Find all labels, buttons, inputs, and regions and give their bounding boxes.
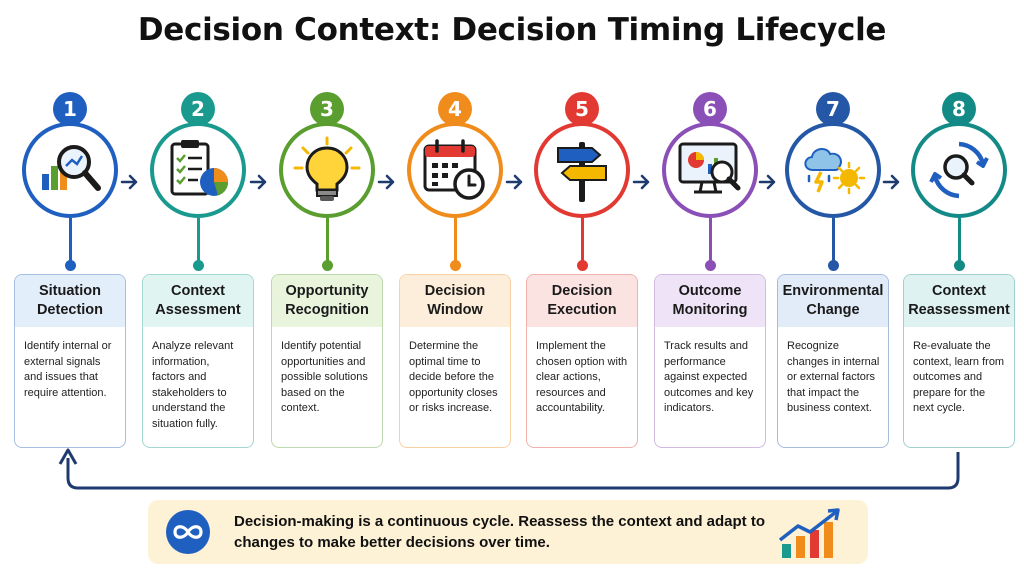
step-title: Context Reassessment <box>904 275 1014 327</box>
step-icon-circle <box>785 122 881 218</box>
signpost-icon <box>557 142 607 202</box>
step-number-badge: 4 <box>438 92 472 126</box>
flow-arrow-icon <box>632 174 650 190</box>
flow-arrow-icon <box>377 174 395 190</box>
step-connector-dot <box>65 260 76 271</box>
step-icon-circle <box>662 122 758 218</box>
step-number-badge: 7 <box>816 92 850 126</box>
step-title: Decision Window <box>400 275 510 327</box>
step-icon-circle <box>150 122 246 218</box>
step-description: Track results and performance against ex… <box>664 340 754 414</box>
infinity-icon <box>166 510 210 554</box>
footer-message: Decision-making is a continuous cycle. R… <box>234 513 765 551</box>
step-connector <box>709 218 712 268</box>
monitor-analytics-icon <box>678 142 741 194</box>
step-connector-dot <box>450 260 461 271</box>
growth-chart-icon <box>778 508 840 558</box>
step-connector <box>581 218 584 268</box>
step-title: Decision Execution <box>527 275 637 327</box>
footer-banner: Decision-making is a continuous cycle. R… <box>148 500 868 564</box>
step-connector-dot <box>193 260 204 271</box>
flow-arrow-icon <box>505 174 523 190</box>
flow-arrow-icon <box>249 174 267 190</box>
step-connector-dot <box>954 260 965 271</box>
refresh-search-icon <box>929 141 989 199</box>
step-description: Identify internal or external signals an… <box>24 340 112 399</box>
step-icon-circle <box>911 122 1007 218</box>
page-title: Decision Context: Decision Timing Lifecy… <box>137 12 887 48</box>
step-icon-circle <box>279 122 375 218</box>
flow-arrow-icon <box>882 174 900 190</box>
calendar-clock-icon <box>423 139 485 200</box>
step-icon-circle <box>534 122 630 218</box>
clipboard-pie-icon <box>170 140 229 196</box>
step-number-badge: 8 <box>942 92 976 126</box>
flow-arrow-icon <box>758 174 776 190</box>
flow-arrow-icon <box>120 174 138 190</box>
weather-icon <box>804 148 866 195</box>
step-description: Determine the optimal time to decide bef… <box>409 340 498 414</box>
step-number-badge: 5 <box>565 92 599 126</box>
step-title: Situation Detection <box>15 275 125 327</box>
step-number-badge: 1 <box>53 92 87 126</box>
step-connector <box>958 218 961 268</box>
step-connector <box>454 218 457 268</box>
step-connector-dot <box>322 260 333 271</box>
step-title: Outcome Monitoring <box>655 275 765 327</box>
step-title: Opportunity Recognition <box>272 275 382 327</box>
step-connector-dot <box>577 260 588 271</box>
step-number-badge: 6 <box>693 92 727 126</box>
step-title: Environmental Change <box>778 275 888 327</box>
step-number-badge: 2 <box>181 92 215 126</box>
magnifier-chart-icon <box>42 145 101 191</box>
step-description: Recognize changes in internal or externa… <box>787 340 880 414</box>
step-connector <box>69 218 72 268</box>
step-connector <box>197 218 200 268</box>
step-title: Context Assessment <box>143 275 253 327</box>
step-connector-dot <box>828 260 839 271</box>
step-icon-circle <box>407 122 503 218</box>
step-description: Identify potential opportunities and pos… <box>281 340 368 414</box>
step-connector-dot <box>705 260 716 271</box>
step-description: Re-evaluate the context, learn from outc… <box>913 340 1005 414</box>
step-number-badge: 3 <box>310 92 344 126</box>
step-connector <box>326 218 329 268</box>
step-icon-circle <box>22 122 118 218</box>
lightbulb-icon <box>293 136 361 201</box>
step-description: Analyze relevant information, factors an… <box>152 340 234 430</box>
step-connector <box>832 218 835 268</box>
step-description: Implement the chosen option with clear a… <box>536 340 628 414</box>
